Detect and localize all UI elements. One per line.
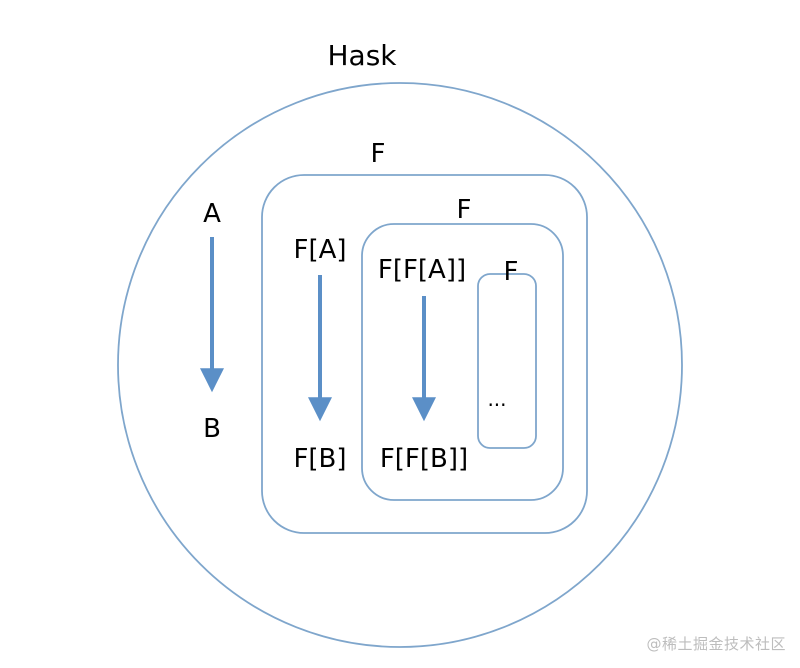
functor-label-3: F [504, 257, 519, 287]
functor-label-1: F [371, 139, 386, 169]
fa-label: F[A] [293, 235, 346, 265]
ffa-label: F[F[A]] [378, 255, 466, 285]
hask-label: Hask [327, 39, 397, 72]
functor-box-2 [361, 223, 564, 501]
ellipsis-label: ... [487, 387, 506, 411]
ffb-label: F[F[B]] [380, 444, 468, 474]
fb-label: F[B] [293, 444, 346, 474]
hask-category-circle [117, 82, 683, 648]
watermark-text: @稀土掘金技术社区 [646, 635, 786, 653]
functor-box-1 [261, 174, 588, 534]
object-b-label: B [203, 414, 221, 444]
functor-label-2: F [457, 195, 472, 225]
functor-box-3 [477, 273, 537, 449]
object-a-label: A [203, 199, 221, 229]
